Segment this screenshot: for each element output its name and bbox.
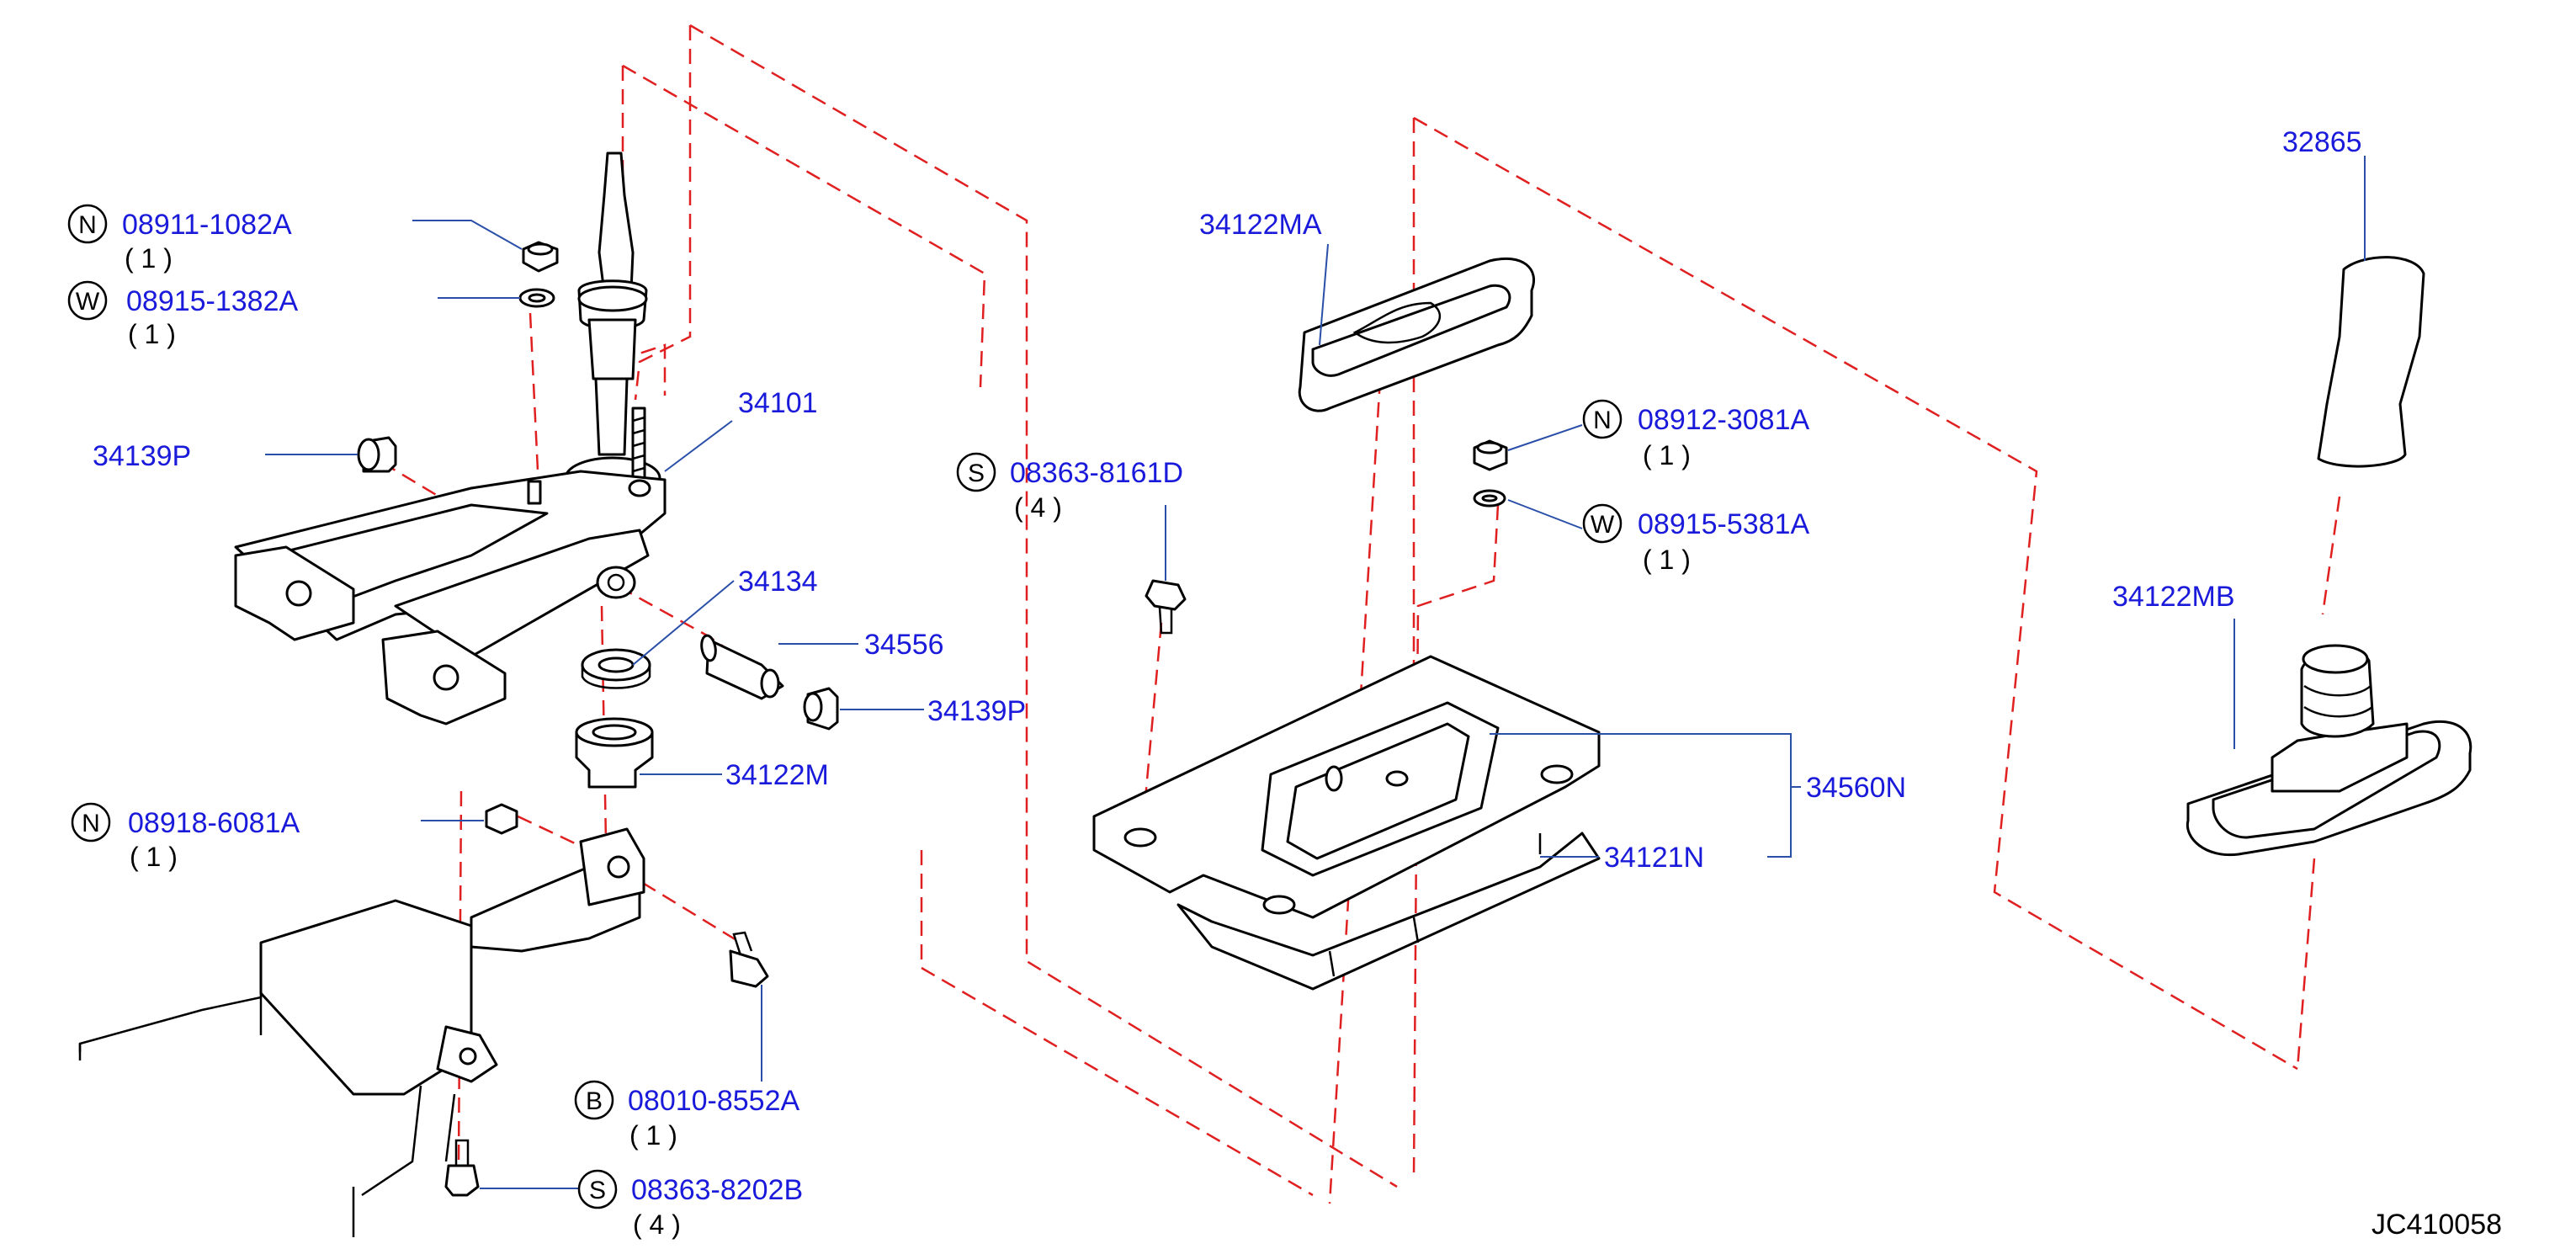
quantity: ( 1 ) <box>130 842 178 872</box>
n-prefix-icon <box>1582 399 1623 439</box>
diagram-code: JC410058 <box>2372 1209 2502 1241</box>
part-number: 34134 <box>738 566 818 598</box>
bolts[interactable] <box>444 579 1187 1197</box>
callout-w-08915-1382[interactable]: W 08915-1382A ( 1 ) <box>67 280 299 349</box>
part-number: 08363-8161D <box>1010 457 1183 489</box>
nut-washer-right[interactable] <box>1473 439 1508 508</box>
quantity: ( 1 ) <box>125 243 173 274</box>
knob-32865[interactable] <box>2317 256 2425 468</box>
part-number: 08918-6081A <box>128 807 300 839</box>
boot-upper-34122ma[interactable] <box>1298 257 1535 412</box>
s-prefix-icon <box>956 452 996 492</box>
w-prefix-icon <box>67 280 108 321</box>
callout-w-08915-5381[interactable]: W 08915-5381A ( 1 ) <box>1582 503 1810 575</box>
shift-lever-assembly[interactable] <box>234 151 667 725</box>
quantity: ( 1 ) <box>1643 440 1691 470</box>
callout-34122m[interactable]: 34122M <box>725 759 829 791</box>
callout-34134[interactable]: 34134 <box>738 566 818 598</box>
boot-lower-34122mb[interactable] <box>2186 644 2472 857</box>
part-number: 08912-3081A <box>1638 404 1810 436</box>
callout-n-08912[interactable]: N 08912-3081A ( 1 ) <box>1582 399 1810 470</box>
callout-prefix: S <box>589 1177 606 1204</box>
part-number: 08915-1382A <box>126 285 299 317</box>
part-number: 08911-1082A <box>122 209 292 241</box>
w-prefix-icon <box>1582 503 1623 544</box>
part-number: 34101 <box>738 387 818 419</box>
callout-prefix: W <box>76 288 100 316</box>
callout-34560n[interactable]: 34560N <box>1806 772 1906 804</box>
quantity: ( 4 ) <box>633 1209 681 1240</box>
callout-34101[interactable]: 34101 <box>738 387 818 419</box>
callout-34122mb[interactable]: 34122MB <box>2112 581 2235 613</box>
part-number: 34121N <box>1604 842 1704 874</box>
callout-prefix: N <box>82 810 100 837</box>
callout-34556[interactable]: 34556 <box>864 629 944 661</box>
callout-34139p-left[interactable]: 34139P <box>93 440 191 472</box>
callout-prefix: N <box>78 211 97 239</box>
bushing-parts[interactable] <box>357 241 839 835</box>
callout-b-08010[interactable]: B 08010-8552A ( 1 ) <box>574 1080 800 1151</box>
callout-prefix: N <box>1593 407 1612 434</box>
part-number: 34139P <box>93 440 191 472</box>
b-prefix-icon <box>574 1080 614 1120</box>
callout-34121n[interactable]: 34121N <box>1604 842 1704 874</box>
callout-n-08918[interactable]: N 08918-6081A ( 1 ) <box>71 802 300 872</box>
part-number: 08915-5381A <box>1638 508 1810 540</box>
console-bracket[interactable] <box>1092 655 1601 991</box>
transmission-housing[interactable] <box>78 827 645 1237</box>
n-prefix-icon <box>67 204 108 244</box>
part-number: 34556 <box>864 629 944 661</box>
n-prefix-icon <box>71 802 111 842</box>
callout-prefix: W <box>1591 511 1615 539</box>
callout-32865[interactable]: 32865 <box>2282 126 2362 158</box>
callout-34139p-right[interactable]: 34139P <box>927 695 1026 727</box>
callout-34122ma[interactable]: 34122MA <box>1199 209 1322 241</box>
callout-prefix: B <box>586 1087 603 1115</box>
callout-s-08363-8161[interactable]: S 08363-8161D ( 4 ) <box>956 452 1183 523</box>
quantity: ( 1 ) <box>128 319 176 349</box>
part-number: 34122MA <box>1199 209 1322 241</box>
part-number: 34139P <box>927 695 1026 727</box>
s-prefix-icon <box>577 1169 618 1209</box>
callout-s-08363-8202[interactable]: S 08363-8202B ( 4 ) <box>577 1169 803 1240</box>
quantity: ( 1 ) <box>629 1120 677 1151</box>
callout-n-08911[interactable]: N 08911-1082A ( 1 ) <box>67 204 292 274</box>
quantity: ( 4 ) <box>1014 492 1062 523</box>
part-number: 08363-8202B <box>631 1174 803 1206</box>
part-number: 34122M <box>725 759 829 791</box>
callout-prefix: S <box>968 460 985 487</box>
quantity: ( 1 ) <box>1643 545 1691 575</box>
part-number: 34560N <box>1806 772 1906 804</box>
part-number: 08010-8552A <box>628 1085 800 1117</box>
part-number: 32865 <box>2282 126 2362 158</box>
leader-lines <box>265 156 2366 1189</box>
part-number: 34122MB <box>2112 581 2235 613</box>
phantom-lines <box>361 24 2341 1204</box>
